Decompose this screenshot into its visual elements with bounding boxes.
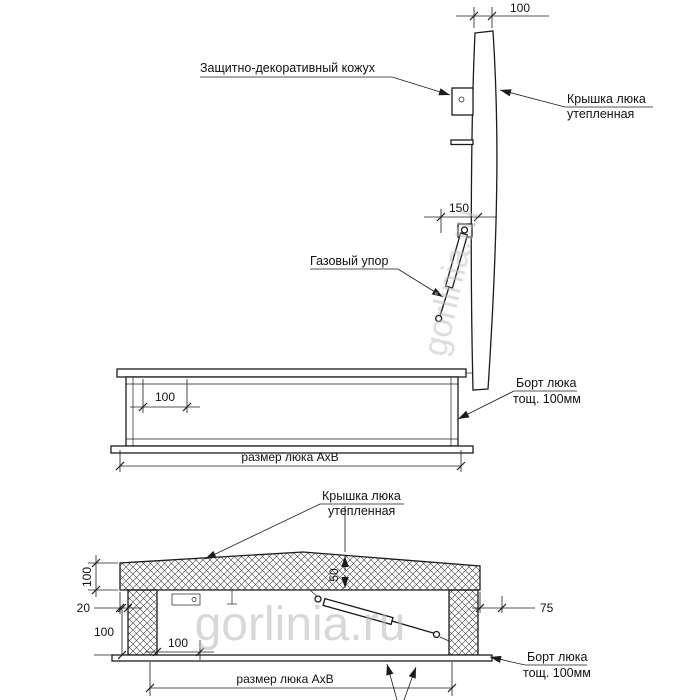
- dim-strut-offset: 150: [424, 201, 497, 233]
- label-board-line1: Борт люка: [516, 376, 576, 390]
- callout-casing: Защитно-декоративный кожух: [200, 61, 451, 96]
- label-section-board-line1: Борт люка: [527, 650, 587, 664]
- label-gas-strut: Газовый упор: [310, 254, 388, 268]
- section-board-right: [448, 589, 479, 656]
- dim-section-hatch-size: размер люка АхВ: [145, 662, 457, 696]
- dim-text-board-inner: 100: [168, 636, 188, 650]
- section-board-left: [127, 589, 158, 656]
- hatch-base-frame: [110, 368, 474, 454]
- dim-text-board-width: 100: [155, 390, 175, 404]
- callout-gas-strut: Газовый упор: [310, 254, 444, 298]
- section-handle: [227, 590, 237, 605]
- dim-text-overhang: 20: [77, 601, 91, 615]
- label-section-cover-line2: утепленная: [328, 504, 395, 518]
- section-bottom-flange: [111, 654, 493, 662]
- callout-cover: Крышка люка утепленная: [499, 89, 653, 121]
- callout-board: Борт люка тощ. 100мм: [457, 376, 581, 420]
- top-view: 100 150 100 размер люка АхВ: [110, 1, 653, 472]
- label-cover-line2: утепленная: [567, 107, 634, 121]
- section-view: 50 100 20 100: [77, 489, 591, 700]
- label-cover-line1: Крышка люка: [567, 92, 646, 106]
- section-lid: [119, 551, 481, 591]
- dim-lid-thickness: 100: [456, 1, 549, 28]
- dim-board-width: 100: [130, 379, 200, 413]
- dim-text-hatch-size: размер люка АхВ: [241, 450, 338, 464]
- section-gas-strut: [309, 589, 450, 642]
- label-board-line2: тощ. 100мм: [513, 392, 581, 406]
- dim-text-lid-thickness: 100: [510, 1, 530, 15]
- label-section-cover-line1: Крышка люка: [322, 489, 401, 503]
- gas-strut: [435, 223, 473, 323]
- dim-hatch-size: размер люка АхВ: [115, 450, 466, 472]
- dim-board-height: 100: [94, 603, 127, 660]
- dim-section-lid-thickness: 100: [80, 555, 118, 597]
- dim-center-rise: 50: [327, 506, 349, 588]
- callout-section-board: Борт люка тощ. 100мм: [489, 650, 591, 680]
- callout-section-cover: Крышка люка утепленная: [204, 489, 404, 560]
- dim-text-strut-offset: 150: [449, 201, 469, 215]
- dim-overhang: 20: [77, 592, 142, 615]
- dim-text-board-height: 100: [94, 625, 114, 639]
- label-section-board-line2: тощ. 100мм: [523, 666, 591, 680]
- lid-handle: [450, 139, 474, 146]
- dim-board-inner: 100: [145, 636, 214, 660]
- section-casing: [171, 593, 201, 606]
- watermark-bottom: gorlinia.ru: [195, 598, 406, 651]
- dim-text-section-hatch-size: размер люка АхВ: [236, 672, 333, 686]
- dim-text-section-lid-thickness: 100: [80, 567, 94, 587]
- open-lid-panel: [470, 30, 498, 391]
- label-casing: Защитно-декоративный кожух: [200, 61, 376, 75]
- dim-text-right-offset: 75: [540, 601, 554, 615]
- cut-leaders: [386, 663, 417, 700]
- dim-right-offset: 75: [472, 592, 554, 615]
- protective-casing: [451, 87, 474, 116]
- dim-text-center-rise: 50: [327, 568, 341, 582]
